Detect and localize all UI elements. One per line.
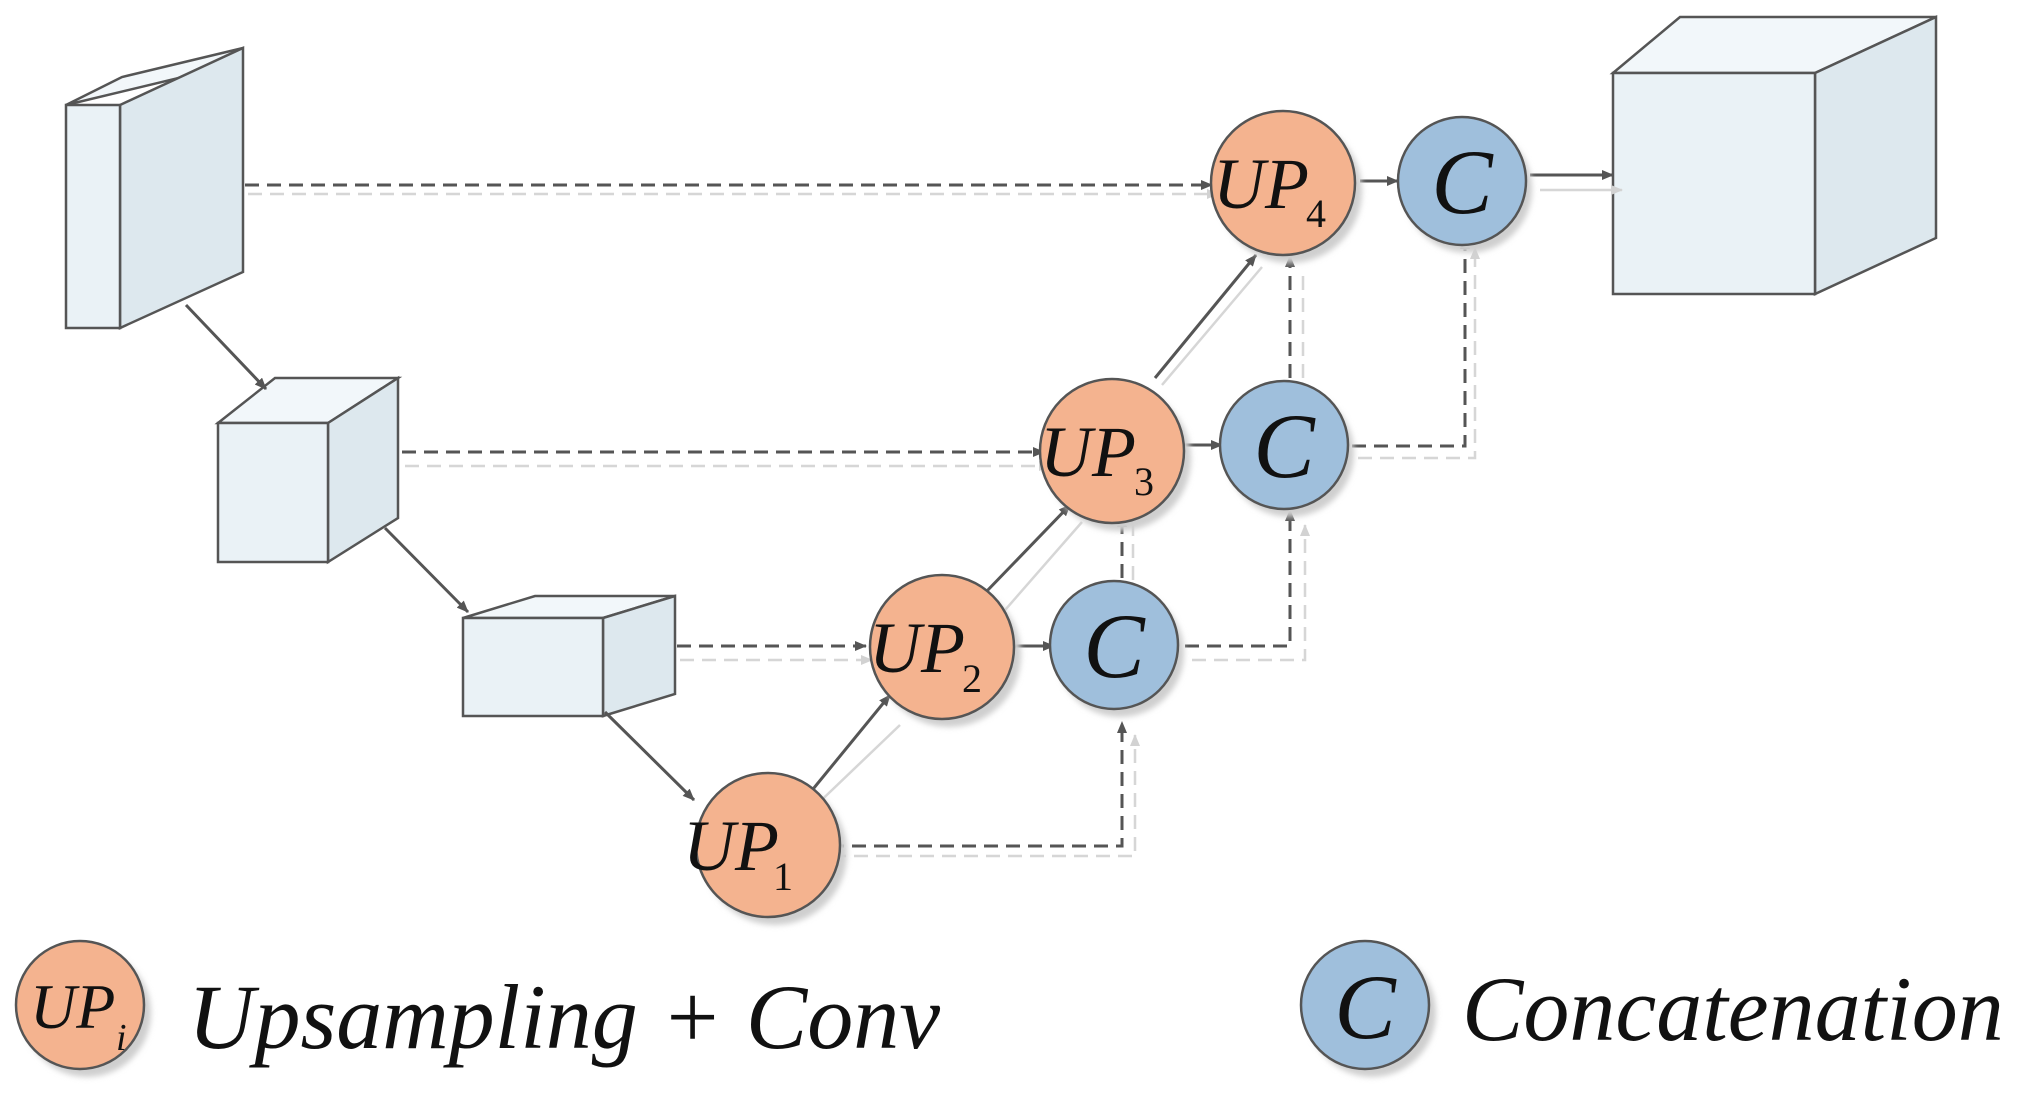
skip-c3-c4 [1352, 237, 1470, 448]
skip-up1-c2 [830, 721, 1127, 848]
feature-map-box-3 [461, 594, 677, 718]
up2-label: UP [869, 608, 965, 688]
up3-label: UP [1040, 412, 1136, 492]
solid-arrows [184, 170, 1614, 806]
feature-map-box-2 [214, 375, 403, 565]
c2-node: C [1048, 579, 1180, 711]
down-arrow-3 [603, 710, 696, 802]
legend-up-text: Upsampling + Conv [188, 966, 940, 1068]
dashed-connections [245, 180, 1470, 848]
up-arrow-1-2 [798, 694, 892, 806]
c3-node: C [1218, 379, 1350, 511]
feature-map-box-1 [64, 46, 245, 330]
legend-up-subscript: i [116, 1017, 127, 1059]
up1-subscript: 1 [773, 854, 793, 899]
down-arrow-1 [184, 303, 268, 391]
node-shadows [23, 119, 1532, 1077]
c4-node: C [1396, 115, 1528, 247]
up2-node: UP 2 [868, 573, 1016, 721]
legend-c-label: C [1334, 956, 1397, 1058]
legend-c-item: C Concatenation [1299, 939, 2004, 1071]
legend-c-symbol [1299, 939, 1431, 1071]
legend-up-item: UP i Upsampling + Conv [14, 939, 940, 1071]
c3-label: C [1253, 395, 1316, 497]
skip-c2-c3 [1185, 509, 1295, 648]
c2-label: C [1083, 595, 1146, 697]
legend-up-label: UP [30, 971, 115, 1042]
c4-label: C [1431, 131, 1494, 233]
connection-shadows [248, 185, 1623, 858]
legend-c-text: Concatenation [1462, 958, 2004, 1060]
legend: UP i Upsampling + Conv C Concatenation [14, 939, 2004, 1071]
up-arrow-3-4 [1153, 254, 1258, 379]
up3-node: UP 3 [1038, 377, 1186, 525]
up4-label: UP [1213, 144, 1309, 224]
up1-node: UP 1 [683, 771, 842, 919]
up4-node: UP 4 [1209, 109, 1357, 257]
down-arrow-2 [383, 526, 470, 614]
up-arrow-2-3 [983, 503, 1072, 595]
legend-up-symbol [14, 939, 146, 1071]
up1-label: UP [683, 806, 779, 886]
up2-subscript: 2 [962, 656, 982, 701]
output-box [1609, 15, 1938, 296]
up3-subscript: 3 [1134, 459, 1154, 504]
up4-subscript: 4 [1306, 191, 1326, 236]
